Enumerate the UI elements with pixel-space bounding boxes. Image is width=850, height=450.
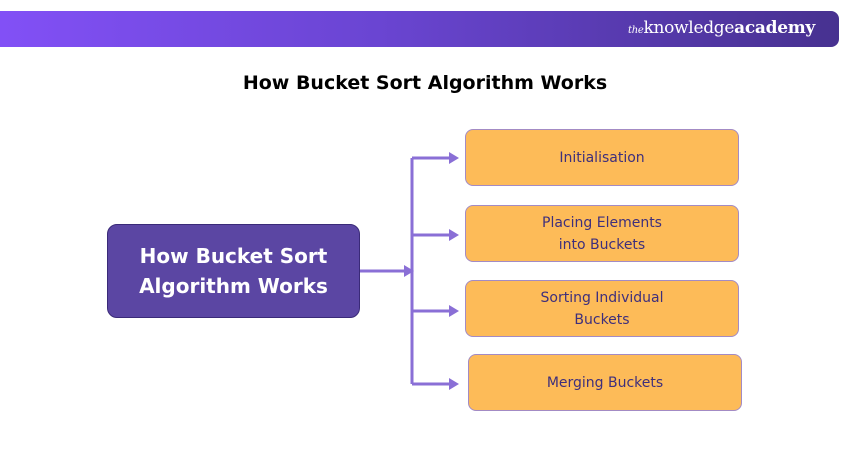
step-label: Placing Elements into Buckets: [542, 214, 662, 253]
step-label: Merging Buckets: [546, 374, 664, 391]
brand-logo: theknowledgeacademy: [628, 18, 815, 38]
root-node: How Bucket Sort Algorithm Works: [107, 224, 360, 318]
step-node-initialisation: Initialisation: [465, 129, 739, 186]
step-node-sorting-buckets: Sorting Individual Buckets: [465, 280, 739, 337]
arrow-head-4: [449, 378, 459, 390]
brand-suffix: academy: [734, 18, 815, 38]
step-label: Initialisation: [559, 149, 645, 166]
step-label: Sorting Individual Buckets: [540, 289, 664, 328]
step-node-placing-elements: Placing Elements into Buckets: [465, 205, 739, 262]
header-banner: theknowledgeacademy: [0, 11, 839, 47]
arrow-head-2: [449, 229, 459, 241]
step-node-merging-buckets: Merging Buckets: [468, 354, 742, 411]
brand-prefix: the: [627, 25, 644, 36]
brand-middle: knowledge: [643, 18, 735, 38]
arrow-head-root: [404, 265, 414, 277]
arrow-head-3: [449, 305, 459, 317]
arrow-head-1: [449, 152, 459, 164]
page-title: How Bucket Sort Algorithm Works: [242, 72, 608, 94]
